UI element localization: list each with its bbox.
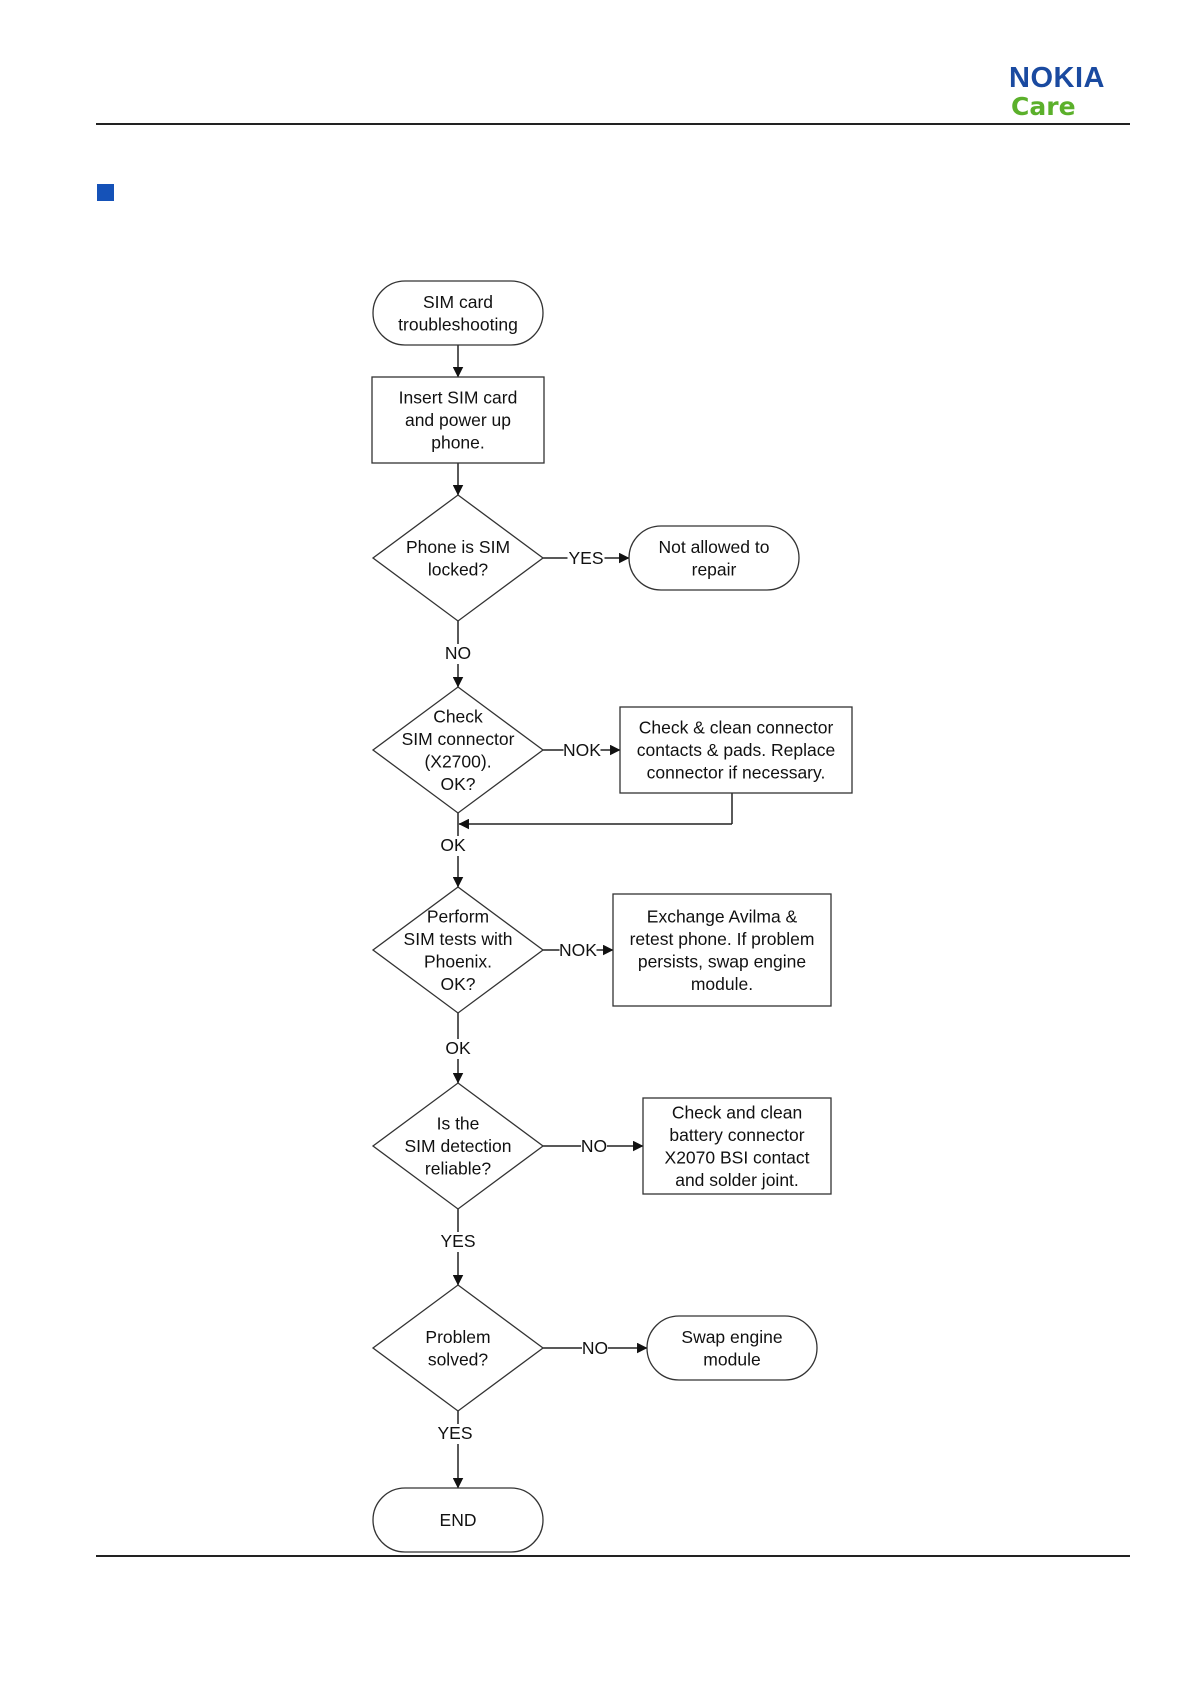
node-text-line: Problem (425, 1327, 490, 1347)
edge-label-bg (440, 836, 466, 856)
node-text-line: Is the (437, 1114, 480, 1134)
node-text-line: reliable? (425, 1159, 491, 1179)
terminal-shape (372, 280, 544, 346)
edge-label-yes: YES (440, 1231, 475, 1251)
terminal-shape (372, 1487, 544, 1553)
edge-label-bg (559, 941, 597, 961)
edge-label-nok: NOK (563, 740, 601, 760)
node-text-line: Insert SIM card (399, 388, 518, 408)
node-text-line: Phoenix. (424, 951, 492, 971)
node-text-line: X2070 BSI contact (665, 1147, 810, 1167)
terminal-shape (628, 525, 800, 591)
node-text-line: module (703, 1349, 760, 1369)
edge-label-ok: OK (445, 1038, 471, 1058)
edge-label-bg (439, 1232, 477, 1252)
node-text-line: SIM detection (405, 1136, 512, 1156)
node-text-line: persists, swap engine (638, 951, 806, 971)
edge-label-no: NO (445, 643, 471, 663)
node-text-line: Swap engine (681, 1327, 782, 1347)
node-text-line: solved? (428, 1349, 489, 1369)
node-text-line: battery connector (669, 1125, 804, 1145)
node-text-line: module. (691, 974, 753, 994)
edge-label-no: NO (582, 1338, 608, 1358)
node-text-line: Not allowed to (659, 537, 770, 557)
nokia-care-logo: NOKIA Care (1009, 62, 1105, 120)
node-text-line: Perform (427, 906, 489, 926)
node-text-line: locked? (428, 559, 489, 579)
edge-label-bg (567, 549, 605, 569)
process-box (619, 706, 853, 794)
decision-diamond (371, 1082, 545, 1210)
node-text-line: SIM connector (402, 729, 515, 749)
process-box (371, 376, 545, 464)
node-text-line: troubleshooting (398, 314, 518, 334)
node-text-line: SIM card (423, 292, 493, 312)
edge-label-nok: NOK (559, 940, 597, 960)
node-text-line: SIM tests with (404, 929, 513, 949)
edge-label-ok: OK (440, 835, 466, 855)
node-text-line: Check & clean connector (639, 718, 834, 738)
edge-label-bg (445, 1039, 471, 1059)
edge-label-bg (581, 1137, 607, 1157)
header-rule (96, 123, 1130, 125)
edge-label-bg (436, 1424, 474, 1444)
edge-label-yes: YES (568, 548, 603, 568)
footer-rule (96, 1555, 1130, 1557)
flow-edge-labels: YES NO NOK OK NOK OK NO YES NO YES (436, 548, 608, 1444)
decision-diamond (371, 494, 545, 622)
edge-label-bg (563, 741, 601, 761)
decision-diamond (371, 1284, 545, 1412)
node-text-line: OK? (440, 974, 475, 994)
care-wordmark: Care (1011, 92, 1076, 121)
edge-label-bg (445, 644, 471, 664)
node-text-line: and solder joint. (675, 1170, 799, 1190)
node-text-line: Check (433, 706, 483, 726)
flow-node-end: END (372, 1487, 544, 1553)
edge-label-bg (582, 1339, 608, 1359)
node-text-line: Exchange Avilma & (647, 906, 798, 926)
terminal-shape (646, 1315, 818, 1381)
node-text-line: END (440, 1510, 477, 1530)
flow-node-exchange: Exchange Avilma & retest phone. If proble… (612, 893, 832, 1007)
nokia-wordmark: NOKIA (1009, 62, 1105, 94)
decision-diamond (371, 686, 545, 814)
process-box (612, 893, 832, 1007)
node-text-line: (X2700). (424, 751, 491, 771)
node-text-line: phone. (431, 433, 485, 453)
section-square-icon (97, 184, 114, 201)
node-text-line: OK? (440, 774, 475, 794)
node-text-line: retest phone. If problem (630, 929, 815, 949)
process-box (642, 1097, 832, 1195)
node-text-line: connector if necessary. (647, 763, 826, 783)
node-text-line: Check and clean (672, 1102, 802, 1122)
node-text-line: and power up (405, 410, 511, 430)
edge-label-no: NO (581, 1136, 607, 1156)
node-text-line: contacts & pads. Replace (637, 740, 835, 760)
edge-label-yes: YES (437, 1423, 472, 1443)
node-text-line: Phone is SIM (406, 537, 510, 557)
node-text-line: repair (692, 559, 737, 579)
decision-diamond (371, 886, 545, 1014)
